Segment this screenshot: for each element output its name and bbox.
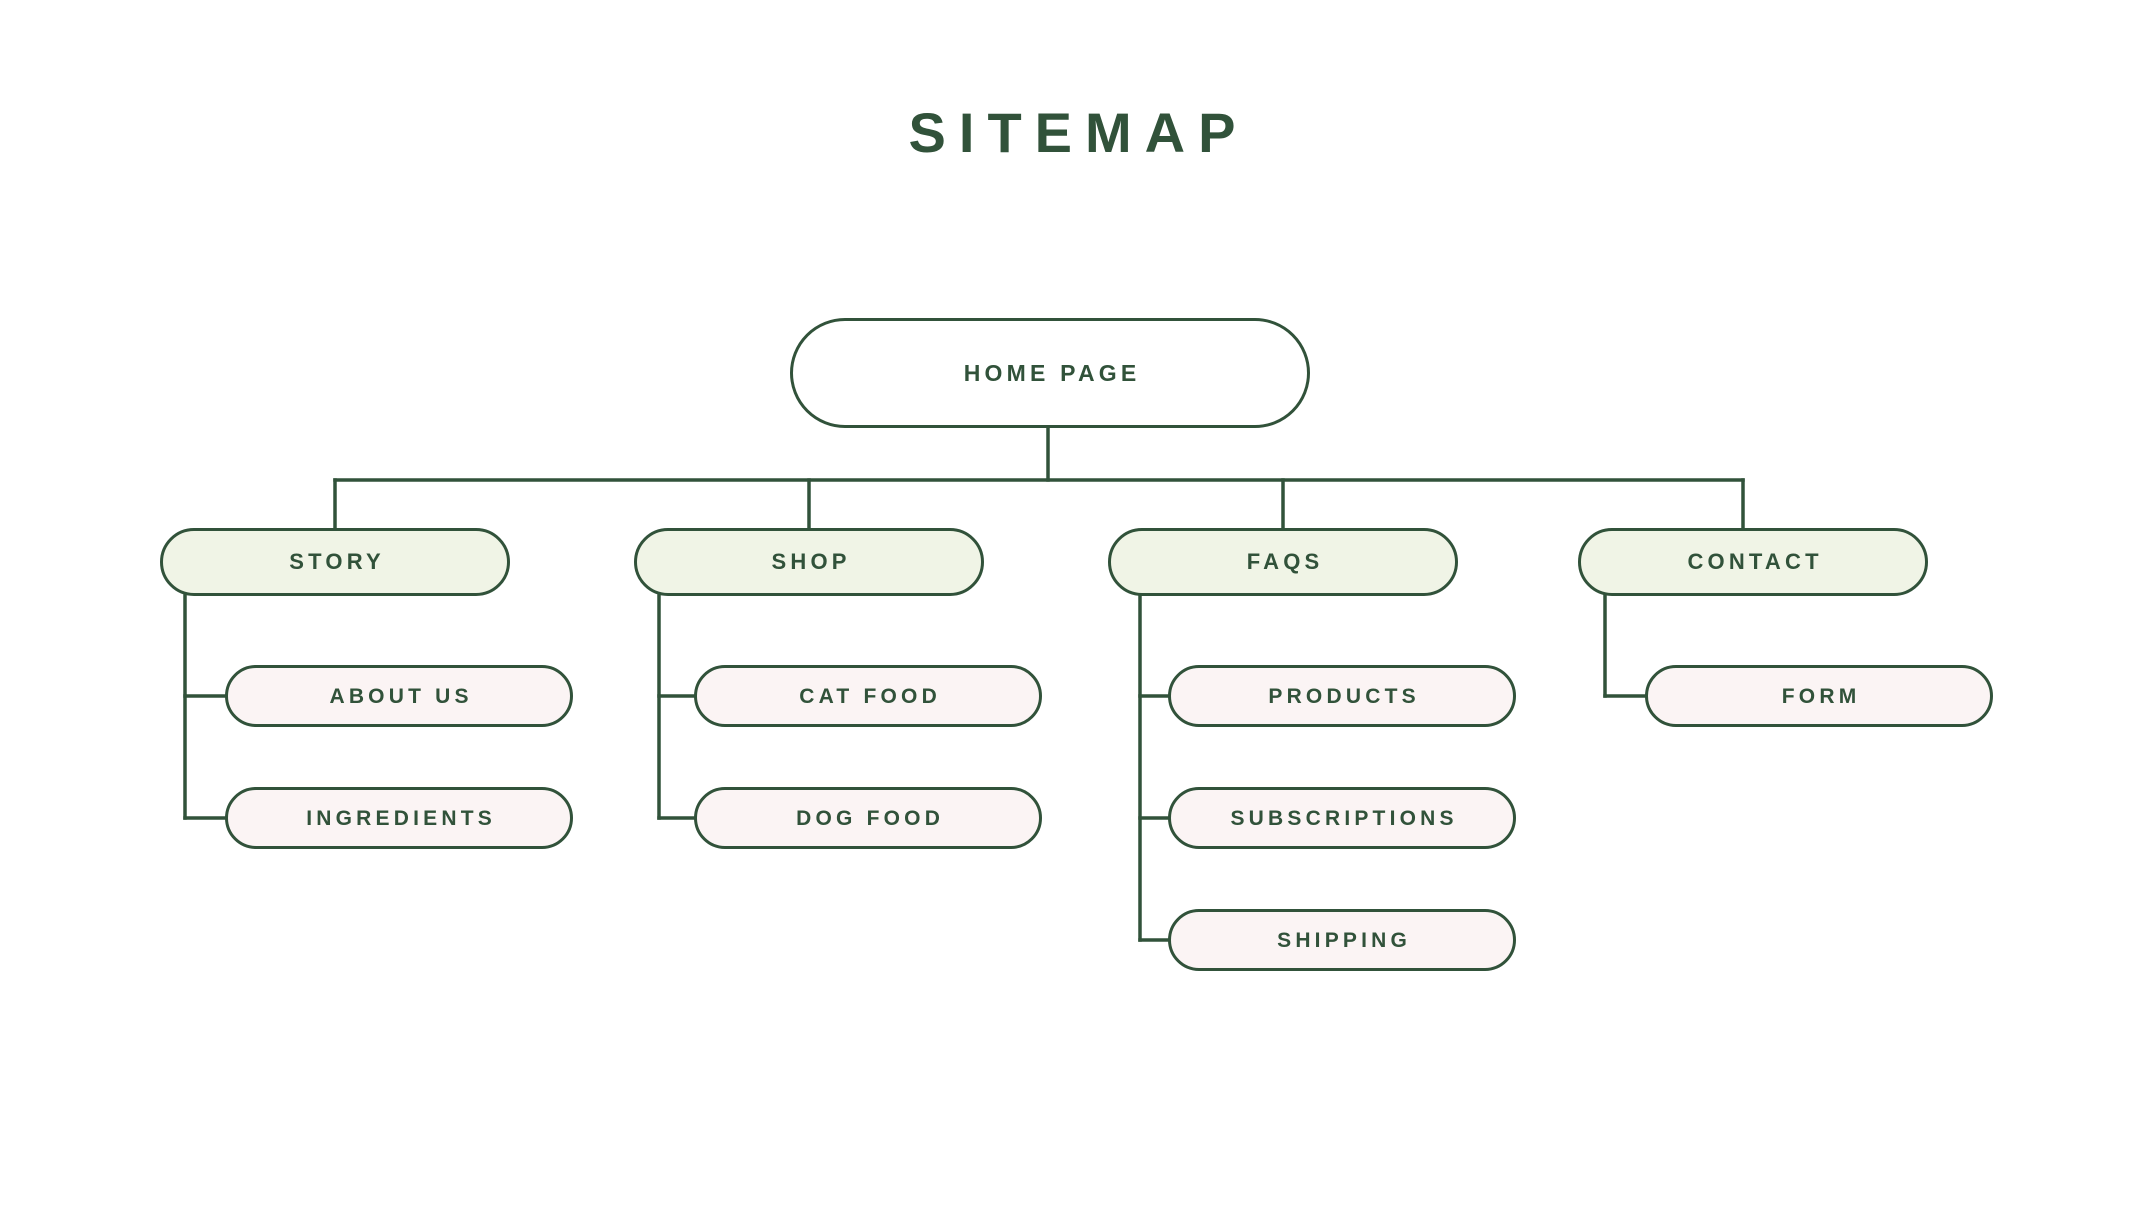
node-dog-food[interactable]: DOG FOOD	[694, 787, 1042, 849]
node-ingredients[interactable]: INGREDIENTS	[225, 787, 573, 849]
node-subscriptions[interactable]: SUBSCRIPTIONS	[1168, 787, 1516, 849]
node-contact[interactable]: CONTACT	[1578, 528, 1928, 596]
node-cat-food-label: CAT FOOD	[799, 684, 941, 708]
node-faqs-label: FAQS	[1246, 549, 1324, 574]
node-dog-food-label: DOG FOOD	[796, 806, 945, 830]
node-shipping[interactable]: SHIPPING	[1168, 909, 1516, 971]
node-form[interactable]: FORM	[1645, 665, 1993, 727]
page-title: SITEMAP	[908, 101, 1249, 164]
node-faqs[interactable]: FAQS	[1108, 528, 1458, 596]
node-home-page-label: HOME PAGE	[963, 359, 1141, 386]
node-story-label: STORY	[289, 549, 385, 574]
node-form-label: FORM	[1781, 684, 1861, 708]
node-shipping-label: SHIPPING	[1277, 928, 1412, 952]
node-shop[interactable]: SHOP	[634, 528, 984, 596]
node-subscriptions-label: SUBSCRIPTIONS	[1230, 806, 1458, 830]
node-cat-food[interactable]: CAT FOOD	[694, 665, 1042, 727]
node-about-us[interactable]: ABOUT US	[225, 665, 573, 727]
node-home-page[interactable]: HOME PAGE	[790, 318, 1310, 428]
node-about-us-label: ABOUT US	[329, 684, 473, 708]
node-products[interactable]: PRODUCTS	[1168, 665, 1516, 727]
node-ingredients-label: INGREDIENTS	[306, 806, 496, 830]
node-shop-label: SHOP	[771, 549, 851, 574]
node-story[interactable]: STORY	[160, 528, 510, 596]
node-products-label: PRODUCTS	[1268, 684, 1420, 708]
node-contact-label: CONTACT	[1687, 549, 1823, 574]
